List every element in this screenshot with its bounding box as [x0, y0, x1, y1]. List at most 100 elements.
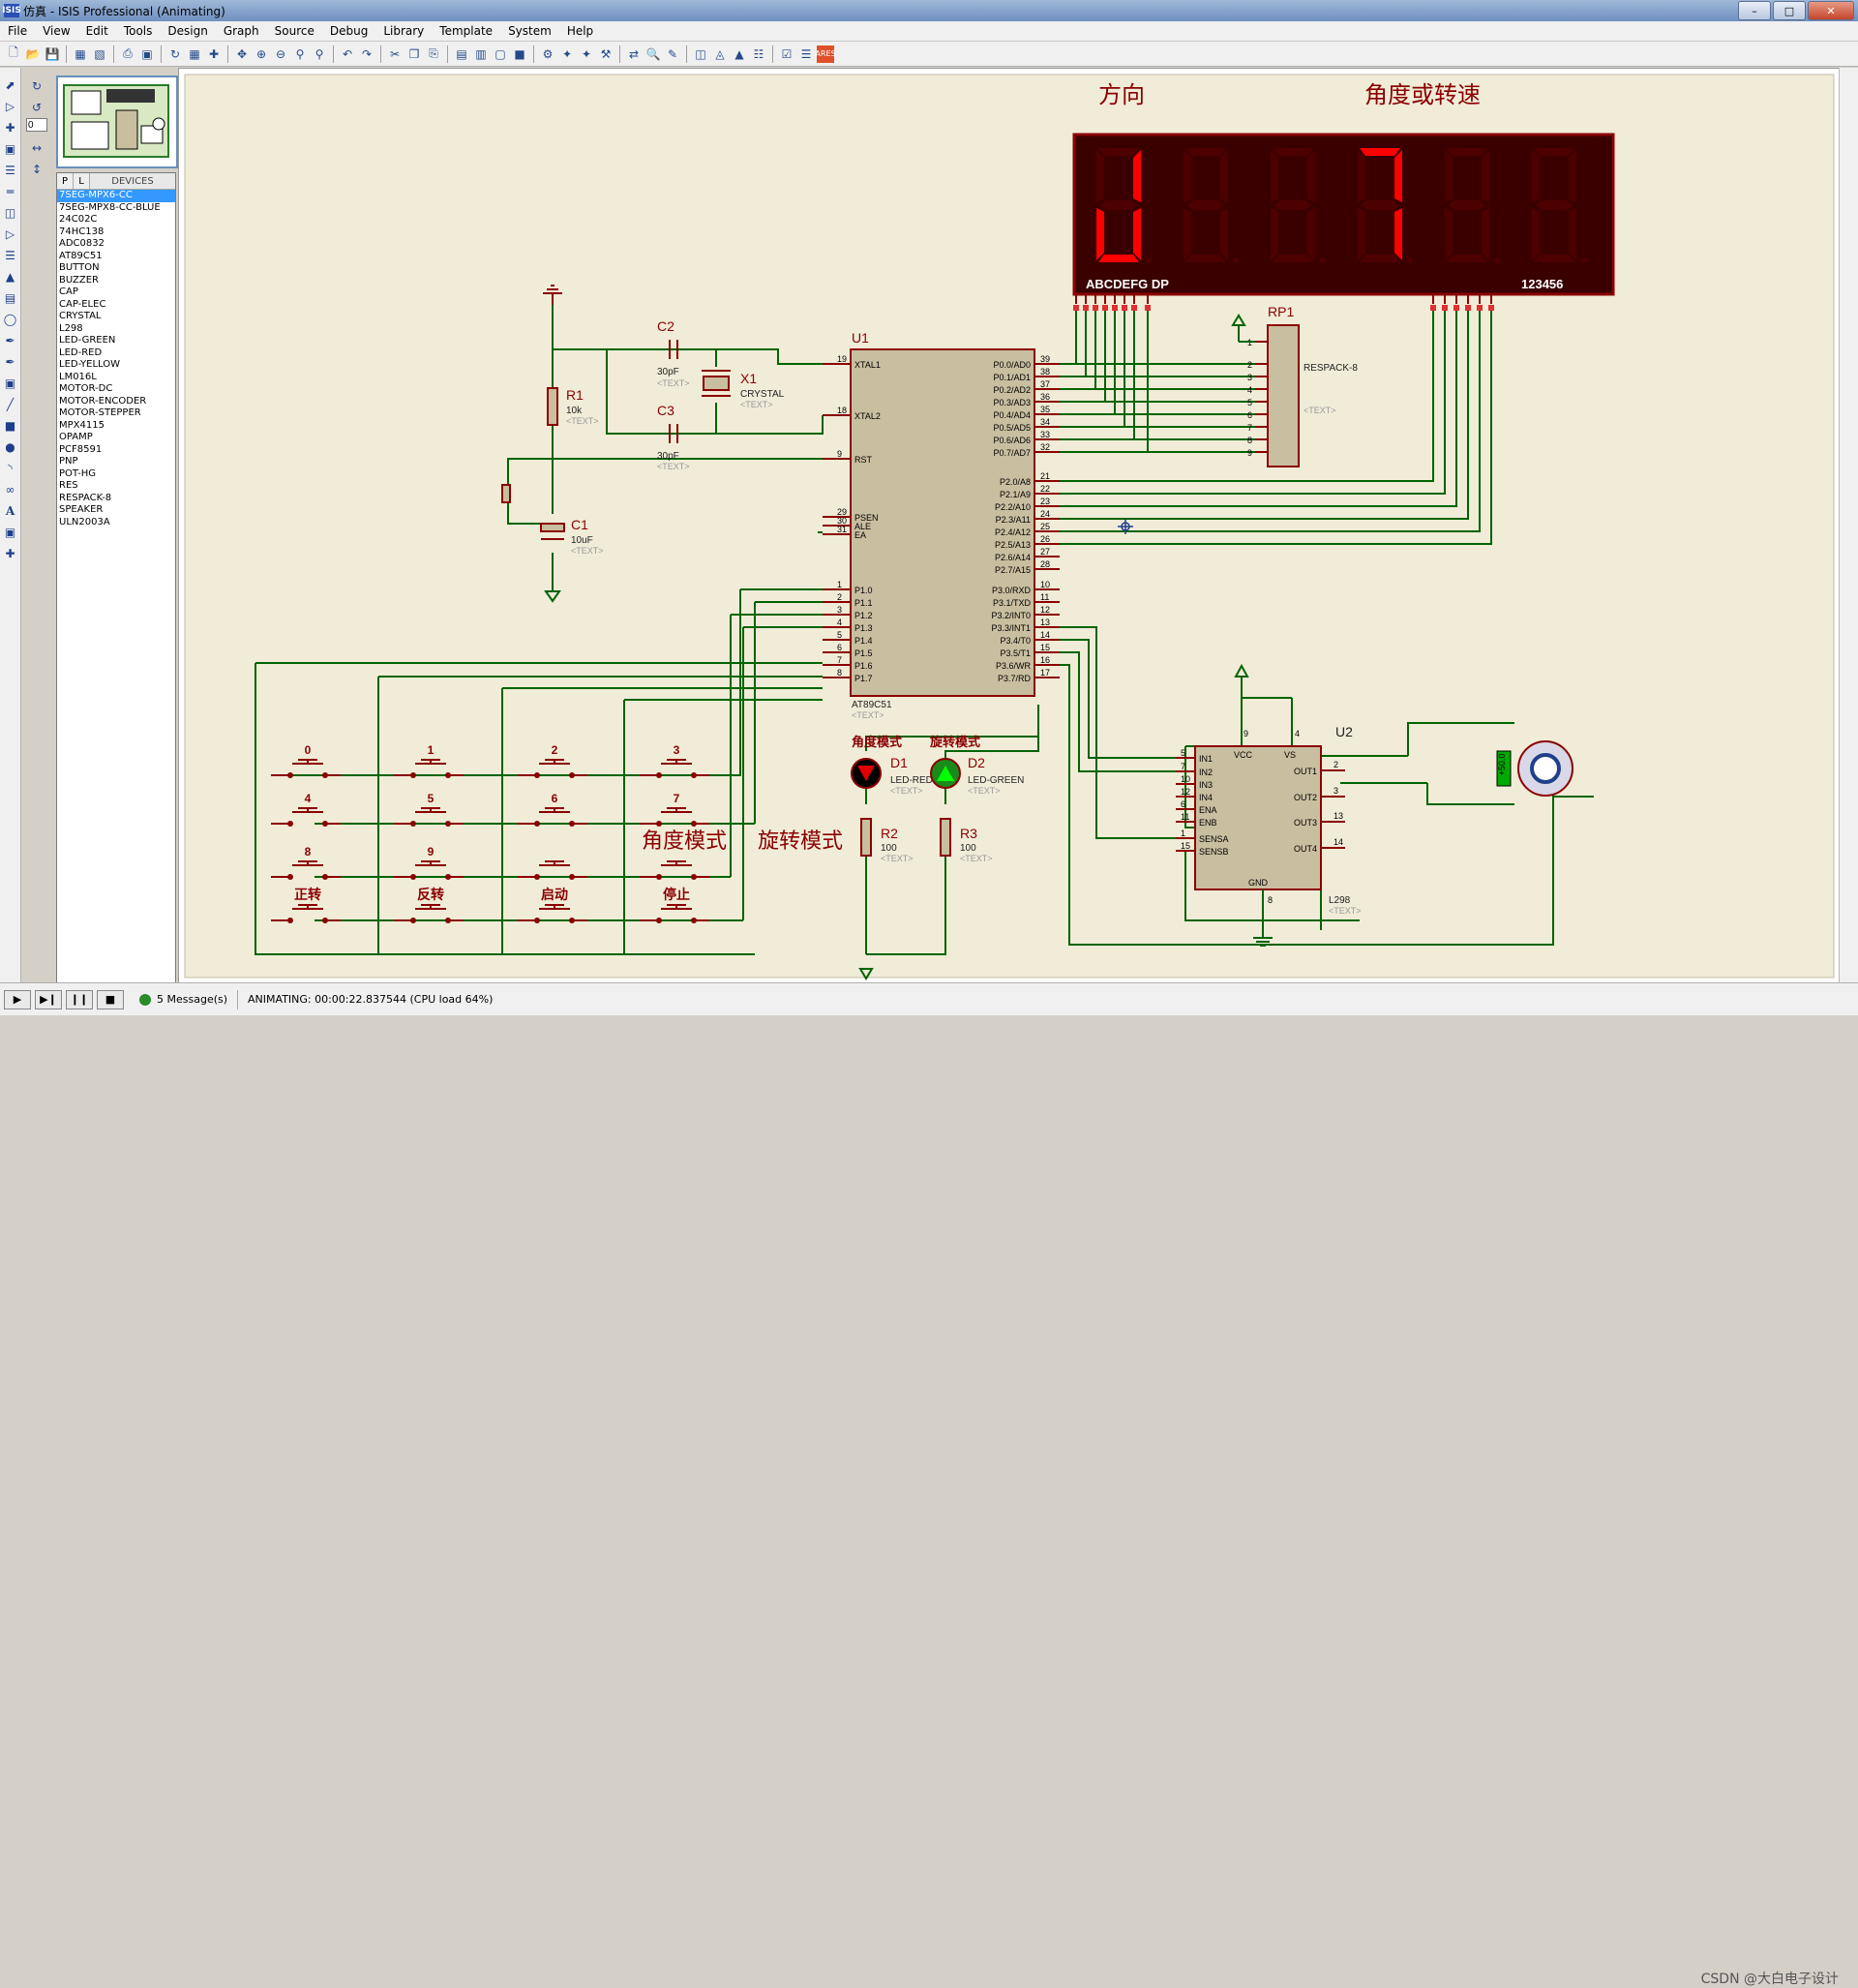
message-indicator[interactable]: 5 Message(s): [139, 989, 239, 1009]
path-tool-icon[interactable]: ∞: [5, 483, 15, 497]
vertical-scrollbar[interactable]: [1839, 68, 1858, 982]
voltage-probe-icon[interactable]: ✒: [5, 334, 15, 347]
device-list-item[interactable]: 7SEG-MPX8-CC-BLUE: [59, 201, 161, 213]
print-icon[interactable]: ⎙: [123, 46, 133, 60]
keypad-button[interactable]: 0: [271, 743, 341, 778]
new-sheet-icon[interactable]: ◫: [695, 46, 706, 61]
stepper-motor[interactable]: [1496, 740, 1573, 797]
crystal-x1[interactable]: [702, 370, 731, 397]
device-list-item[interactable]: POT-HG: [59, 467, 96, 479]
print-area-icon[interactable]: ▣: [141, 46, 153, 61]
device-pins-icon[interactable]: ☰: [5, 249, 15, 262]
device-list-item[interactable]: SPEAKER: [59, 504, 104, 515]
refresh-icon[interactable]: ↻: [169, 46, 181, 61]
close-button[interactable]: ✕: [1808, 1, 1854, 20]
capacitor-c3[interactable]: [669, 424, 678, 443]
zoom-in-icon[interactable]: ⊕: [255, 46, 267, 61]
capacitor-c1[interactable]: [540, 523, 565, 540]
text-tool-icon[interactable]: A: [5, 504, 15, 518]
pan-icon[interactable]: ✥: [236, 46, 248, 61]
junction-dot-icon[interactable]: ✚: [5, 121, 15, 135]
generator-icon[interactable]: ◯: [3, 313, 17, 326]
menu-template[interactable]: Template: [439, 24, 494, 38]
selection-mode-icon[interactable]: ⬈: [5, 78, 15, 92]
paste-icon[interactable]: ⎘: [429, 46, 438, 60]
wire-autorouter-icon[interactable]: ⇄: [628, 46, 640, 61]
device-list-item[interactable]: 24C02C: [59, 214, 98, 225]
new-file-icon[interactable]: 🗋: [9, 45, 18, 59]
device-list-item[interactable]: PNP: [59, 456, 78, 467]
keypad-button[interactable]: 6: [518, 792, 587, 827]
exit-parent-icon[interactable]: ▲: [734, 46, 744, 61]
menu-help[interactable]: Help: [566, 24, 594, 38]
component-mode-icon[interactable]: ▷: [5, 100, 15, 113]
buses-icon[interactable]: ═: [6, 185, 15, 198]
overview-window[interactable]: [56, 75, 178, 168]
block-delete-icon[interactable]: ■: [514, 46, 525, 61]
device-list-item[interactable]: MOTOR-STEPPER: [59, 407, 141, 418]
mcu-u1[interactable]: 19XTAL118XTAL29RST29PSEN30ALE31EA1P1.02P…: [823, 348, 1060, 697]
device-list-item[interactable]: ULN2003A: [59, 516, 110, 527]
copy-icon[interactable]: ❐: [408, 46, 420, 61]
maximize-button[interactable]: □: [1773, 1, 1806, 20]
keypad-button[interactable]: 4: [271, 792, 341, 827]
capacitor-c2[interactable]: [669, 340, 678, 359]
keypad-button[interactable]: 2: [518, 743, 587, 778]
origin-icon[interactable]: ✚: [208, 46, 220, 61]
line-tool-icon[interactable]: ╱: [6, 398, 15, 411]
import-icon[interactable]: ▦: [75, 46, 86, 61]
current-probe-icon[interactable]: ✒: [5, 355, 15, 369]
open-folder-icon[interactable]: 📂: [25, 46, 41, 61]
terminals-icon[interactable]: ▷: [5, 227, 15, 241]
keypad-button[interactable]: 5: [394, 792, 464, 827]
seven-segment-display[interactable]: ABCDEFG DP 123456: [1072, 133, 1615, 311]
keypad-button[interactable]: [640, 860, 709, 880]
wire-label-icon[interactable]: ▣: [4, 142, 16, 156]
undo-icon[interactable]: ↶: [342, 46, 353, 61]
menu-system[interactable]: System: [508, 24, 552, 38]
device-list-item[interactable]: MPX4115: [59, 419, 105, 431]
rotate-anticlockwise-icon[interactable]: ↺: [31, 101, 43, 114]
device-list-item[interactable]: CRYSTAL: [59, 311, 102, 321]
subcircuit-icon[interactable]: ◫: [4, 206, 16, 220]
make-device-icon[interactable]: ✦: [561, 46, 573, 61]
led-d1[interactable]: [851, 758, 882, 789]
menu-debug[interactable]: Debug: [329, 24, 369, 38]
device-list-item[interactable]: L298: [59, 322, 83, 334]
rotate-clockwise-icon[interactable]: ↻: [31, 79, 43, 93]
device-list-item[interactable]: PCF8591: [59, 443, 103, 455]
device-list-item[interactable]: LED-RED: [59, 346, 103, 358]
block-rotate-icon[interactable]: ▢: [494, 46, 506, 61]
circle-tool-icon[interactable]: ●: [5, 440, 15, 454]
arc-tool-icon[interactable]: ◝: [8, 462, 13, 475]
resistor-r2[interactable]: [860, 818, 872, 857]
menu-file[interactable]: File: [8, 24, 28, 38]
keypad-button[interactable]: [518, 860, 587, 880]
device-list-item[interactable]: ADC0832: [59, 238, 105, 249]
symbol-tool-icon[interactable]: ▣: [4, 526, 16, 539]
mirror-y-icon[interactable]: ↕: [31, 163, 43, 176]
save-icon[interactable]: 💾: [45, 46, 60, 61]
rotation-angle-input[interactable]: [26, 118, 47, 132]
reset-button[interactable]: [501, 484, 511, 503]
ares-icon[interactable]: ARES: [815, 45, 836, 63]
redo-icon[interactable]: ↷: [361, 46, 373, 61]
zoom-area-icon[interactable]: ⚲: [315, 46, 324, 61]
step-button[interactable]: ▶❙: [35, 989, 62, 1009]
keypad-button[interactable]: 反转: [394, 887, 464, 923]
library-manager-button[interactable]: L: [74, 173, 90, 189]
zoom-out-icon[interactable]: ⊖: [275, 46, 286, 61]
keypad-button[interactable]: 停止: [640, 887, 709, 923]
schematic-canvas[interactable]: 方向 角度或转速 ABCDEFG DP 123456: [178, 68, 1841, 984]
device-list-item[interactable]: LED-YELLOW: [59, 359, 120, 370]
grid-icon[interactable]: ▦: [189, 46, 200, 61]
block-move-icon[interactable]: ▥: [475, 46, 487, 61]
property-tool-icon[interactable]: ✎: [667, 46, 678, 61]
device-list-item[interactable]: LED-GREEN: [59, 335, 116, 346]
led-d2[interactable]: [930, 758, 961, 789]
keypad-button[interactable]: 1: [394, 743, 464, 778]
netlist-icon[interactable]: ☰: [800, 46, 812, 61]
packaging-tool-icon[interactable]: ✦: [581, 46, 592, 61]
device-list-item[interactable]: RESPACK-8: [59, 492, 112, 503]
